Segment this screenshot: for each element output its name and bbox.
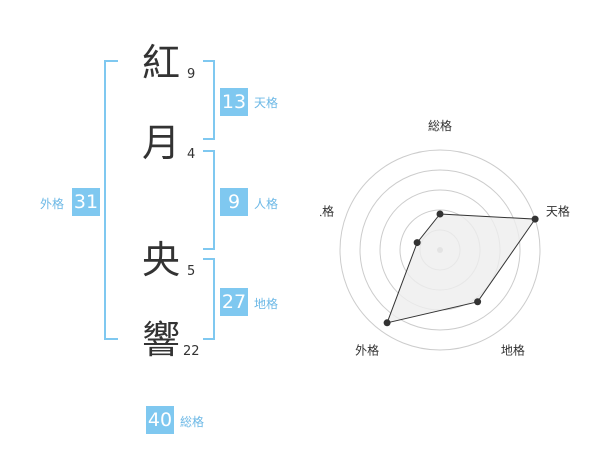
gaikaku-value: 31 [72, 188, 100, 216]
jinkaku-value: 9 [220, 188, 248, 216]
radar-point [531, 215, 539, 223]
radar-axis-label: 総格 [428, 118, 452, 133]
name-char-3: 央 [142, 238, 181, 282]
radar-point [413, 239, 421, 247]
radar-axis-label: 外格 [355, 342, 379, 357]
name-char-4-strokes: 22 [183, 344, 200, 359]
jinkaku-bracket [203, 150, 215, 250]
name-char-3-strokes: 5 [187, 264, 196, 279]
name-char-4: 響 [142, 318, 181, 362]
jinkaku-label: 人格 [254, 197, 279, 211]
gaikaku-label: 外格 [40, 197, 65, 211]
radar-score-area [386, 213, 537, 324]
radar-point [383, 319, 391, 327]
soukaku-value: 40 [146, 406, 174, 434]
chikaku-bracket [203, 258, 215, 340]
radar-axis-label: 地格 [501, 342, 525, 357]
chikaku-value: 27 [220, 288, 248, 316]
radar-axis-label: 人格 [320, 204, 334, 219]
chikaku-label: 地格 [254, 297, 279, 311]
name-char-2: 月 [142, 121, 181, 165]
name-char-2-strokes: 4 [187, 147, 196, 162]
radar-point [436, 210, 444, 218]
name-char-1: 紅 [142, 41, 181, 85]
radar-point [474, 298, 482, 306]
gaikaku-bracket [104, 60, 118, 340]
name-char-1-strokes: 9 [187, 67, 196, 82]
radar-axis-label: 天格 [546, 204, 570, 219]
radar-grid-ring [339, 149, 541, 351]
tenkaku-bracket [203, 60, 215, 140]
tenkaku-value: 13 [220, 88, 248, 116]
tenkaku-label: 天格 [254, 96, 279, 110]
soukaku-label: 総格 [180, 415, 205, 429]
radar-grid-ring [359, 169, 521, 331]
